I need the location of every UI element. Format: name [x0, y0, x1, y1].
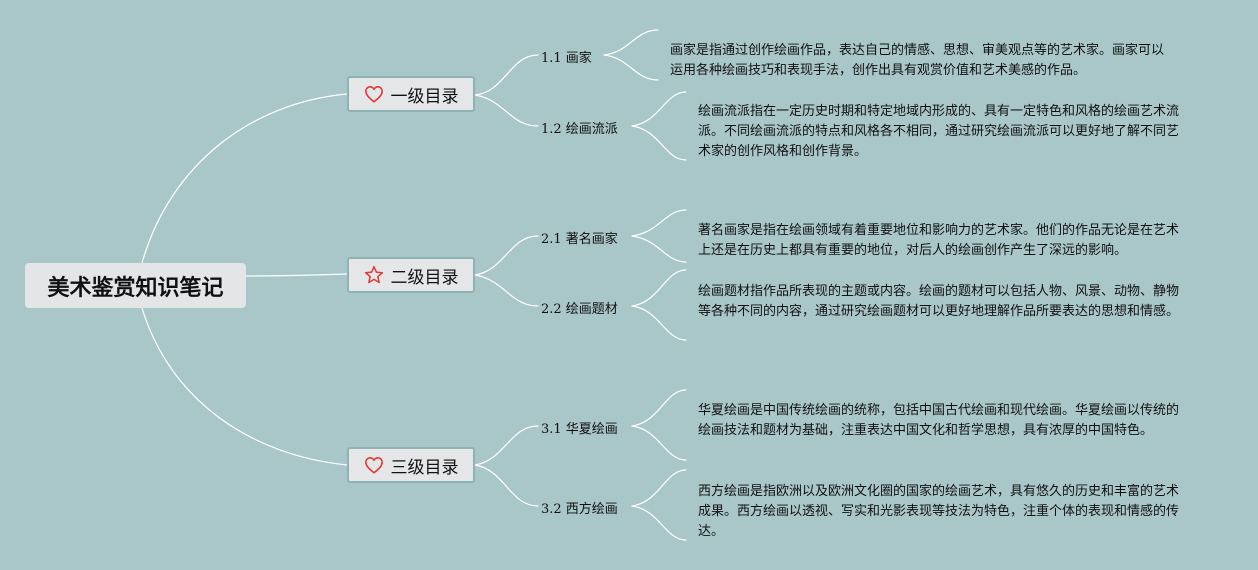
link-topic-3-1-note [631, 425, 687, 461]
link-topic-3-2-note [631, 505, 687, 541]
heart-icon [364, 84, 384, 104]
star-icon [364, 265, 384, 285]
branch-2-label: 二级目录 [390, 267, 459, 288]
link-topic-2-2-note [631, 305, 687, 341]
subtopic-2-1[interactable]: 2.1 著名画家 [541, 232, 618, 247]
link-topic-1-2-note [631, 125, 687, 161]
note-1-2: 绘画流派指在一定历史时期和特定地域内形成的、具有一定特色和风格的绘画艺术流派。不… [698, 104, 1180, 159]
link-branch-3-topic-1 [474, 425, 539, 466]
heart-icon [364, 455, 384, 475]
link-root-branch-3 [141, 307, 348, 466]
branch-2-topic[interactable]: 二级目录 [347, 257, 475, 293]
link-topic-1-1-note [603, 29, 659, 56]
root-topic-label: 美术鉴赏知识笔记 [47, 275, 224, 301]
link-topic-2-2-note [631, 269, 687, 307]
link-topic-2-1-note [631, 235, 687, 263]
link-topic-1-1-note [603, 54, 659, 81]
branch-3-topic[interactable]: 三级目录 [347, 447, 475, 483]
root-topic[interactable]: 美术鉴赏知识笔记 [25, 263, 246, 308]
link-topic-3-2-note [631, 469, 687, 507]
branch-3-label: 三级目录 [390, 457, 459, 478]
note-3-2: 西方绘画是指欧洲以及欧洲文化圈的国家的绘画艺术，具有悠久的历史和丰富的艺术成果。… [698, 484, 1180, 539]
link-root-branch-2 [245, 273, 348, 277]
note-1-1: 画家是指通过创作绘画作品，表达自己的情感、思想、审美观点等的艺术家。画家可以运用… [670, 43, 1165, 78]
note-2-1: 著名画家是指在绘画领域有着重要地位和影响力的艺术家。他们的作品无论是在艺术上还是… [698, 223, 1180, 258]
link-root-branch-1 [141, 93, 348, 264]
link-topic-1-2-note [631, 91, 687, 127]
link-topic-2-1-note [631, 209, 687, 237]
subtopic-1-1[interactable]: 1.1 画家 [541, 51, 592, 66]
note-2-2: 绘画题材指作品所表现的主题或内容。绘画的题材可以包括人物、风景、动物、静物等各种… [698, 284, 1180, 319]
note-3-1: 华夏绘画是中国传统绘画的统称，包括中国古代绘画和现代绘画。华夏绘画以传统的绘画技… [698, 403, 1180, 438]
link-branch-2-topic-1 [474, 235, 539, 276]
subtopic-3-1[interactable]: 3.1 华夏绘画 [541, 422, 618, 437]
subtopic-2-2[interactable]: 2.2 绘画题材 [541, 302, 618, 317]
link-branch-1-topic-2 [474, 94, 539, 127]
link-branch-2-topic-2 [474, 274, 539, 307]
branch-1-topic[interactable]: 一级目录 [347, 76, 475, 112]
subtopic-3-2[interactable]: 3.2 西方绘画 [541, 502, 618, 517]
subtopic-1-2[interactable]: 1.2 绘画流派 [541, 122, 618, 137]
link-topic-3-1-note [631, 389, 687, 427]
link-branch-1-topic-1 [474, 54, 539, 96]
link-branch-3-topic-2 [474, 464, 539, 507]
branch-1-label: 一级目录 [390, 86, 459, 107]
